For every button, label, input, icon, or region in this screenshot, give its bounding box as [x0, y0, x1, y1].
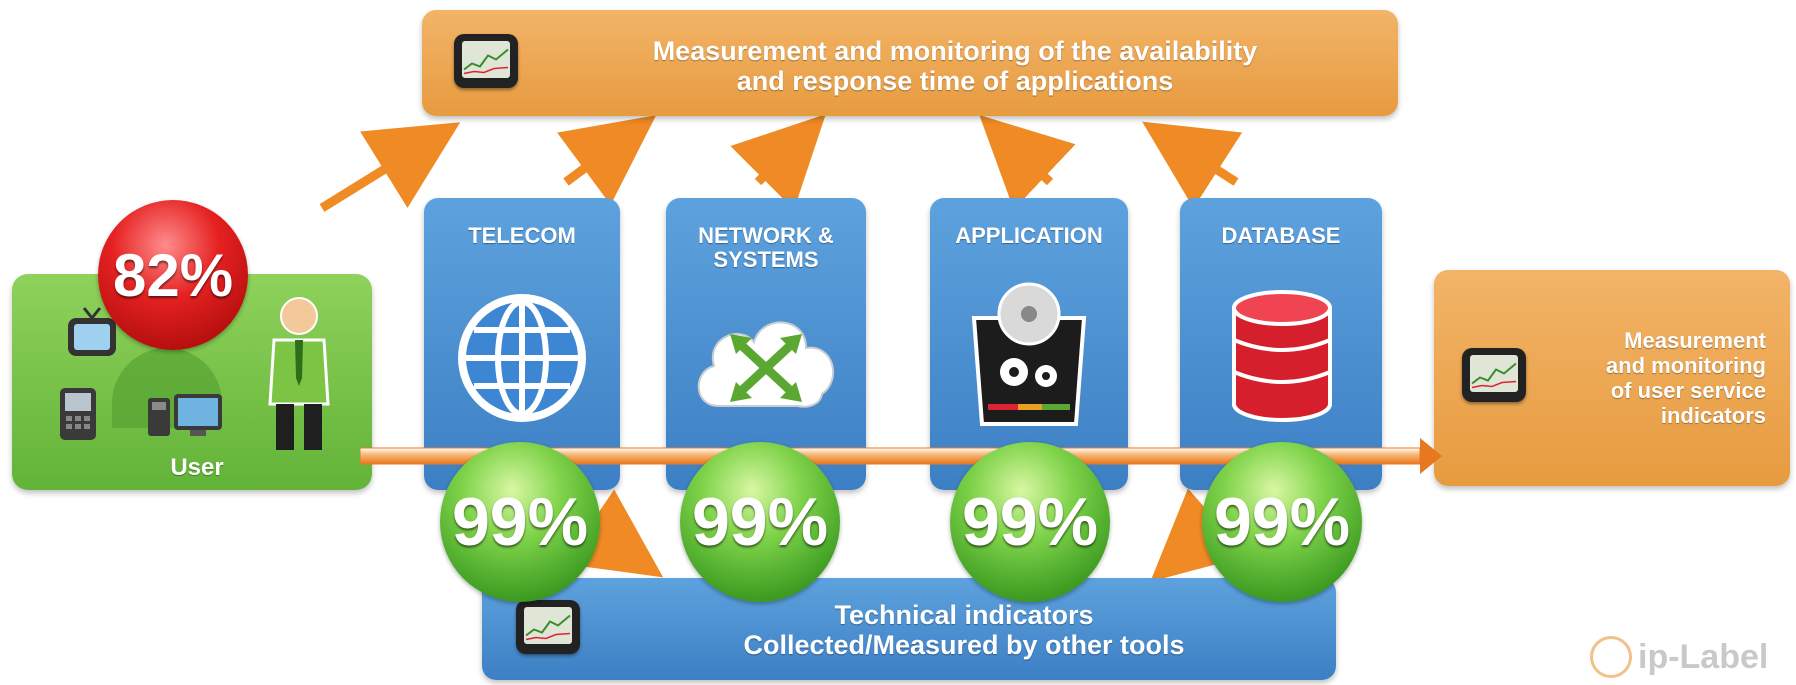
- user-person-icon: [268, 297, 330, 450]
- ip-label-logo: ip-Label: [1590, 636, 1768, 678]
- monitor-icon: [1462, 348, 1526, 402]
- telecom-score-badge: 99%: [440, 442, 600, 602]
- network-score-badge: 99%: [680, 442, 840, 602]
- right-box-text-line3: of user service: [1610, 378, 1766, 403]
- bottom-technical-box: Technical indicators Collected/Measured …: [482, 578, 1336, 680]
- application-gears-icon: [971, 282, 1087, 426]
- right-box-text-line4: indicators: [1660, 403, 1766, 428]
- column-database: DATABASE: [1180, 198, 1382, 490]
- user-label: User: [170, 454, 224, 481]
- database-icon: [1232, 290, 1332, 422]
- column-telecom: TELECOM: [424, 198, 620, 490]
- bottom-box-text-line2: Collected/Measured by other tools: [743, 630, 1185, 660]
- top-box-text-line2: and response time of applications: [736, 66, 1174, 96]
- database-score-badge: 99%: [1202, 442, 1362, 602]
- application-score-badge: 99%: [950, 442, 1110, 602]
- arrow-user-to-top: [319, 122, 461, 212]
- globe-icon: [458, 294, 586, 422]
- down-arrows: [563, 488, 1248, 582]
- bottom-box-text-line1: Technical indicators: [834, 600, 1094, 630]
- top-monitoring-box: Measurement and monitoring of the availa…: [422, 10, 1398, 116]
- column-network-title-line2: SYSTEMS: [713, 247, 819, 272]
- right-monitoring-box: Measurement and monitoring of user servi…: [1434, 270, 1790, 486]
- computer-devices-icon: [148, 394, 222, 436]
- tv-icon: [68, 307, 116, 356]
- arrow-application-to-top: [979, 115, 1076, 210]
- up-arrows: [319, 114, 1243, 212]
- column-network-title-line1: NETWORK &: [698, 223, 834, 248]
- monitor-icon: [454, 34, 518, 88]
- column-network-systems: NETWORK & SYSTEMS: [666, 198, 866, 490]
- arrow-telecom-to-top: [557, 115, 657, 205]
- column-application: APPLICATION: [930, 198, 1128, 490]
- logo-mark-icon: [1590, 636, 1632, 678]
- phone-icon: [60, 388, 96, 440]
- right-box-text-line1: Measurement: [1624, 328, 1766, 353]
- arrow-database-to-top: [1142, 121, 1243, 209]
- column-application-title: APPLICATION: [955, 223, 1103, 248]
- top-box-text-line1: Measurement and monitoring of the availa…: [652, 36, 1258, 66]
- horizontal-flow-arrow: [360, 438, 1442, 474]
- right-box-text-line2: and monitoring: [1605, 353, 1766, 378]
- cloud-network-icon: [697, 321, 835, 408]
- monitor-icon: [516, 600, 580, 654]
- user-score-badge: 82%: [98, 200, 248, 350]
- arrow-network-to-top: [730, 114, 826, 210]
- column-database-title: DATABASE: [1221, 223, 1341, 248]
- logo-text: ip-Label: [1638, 637, 1769, 676]
- column-telecom-title: TELECOM: [468, 223, 576, 248]
